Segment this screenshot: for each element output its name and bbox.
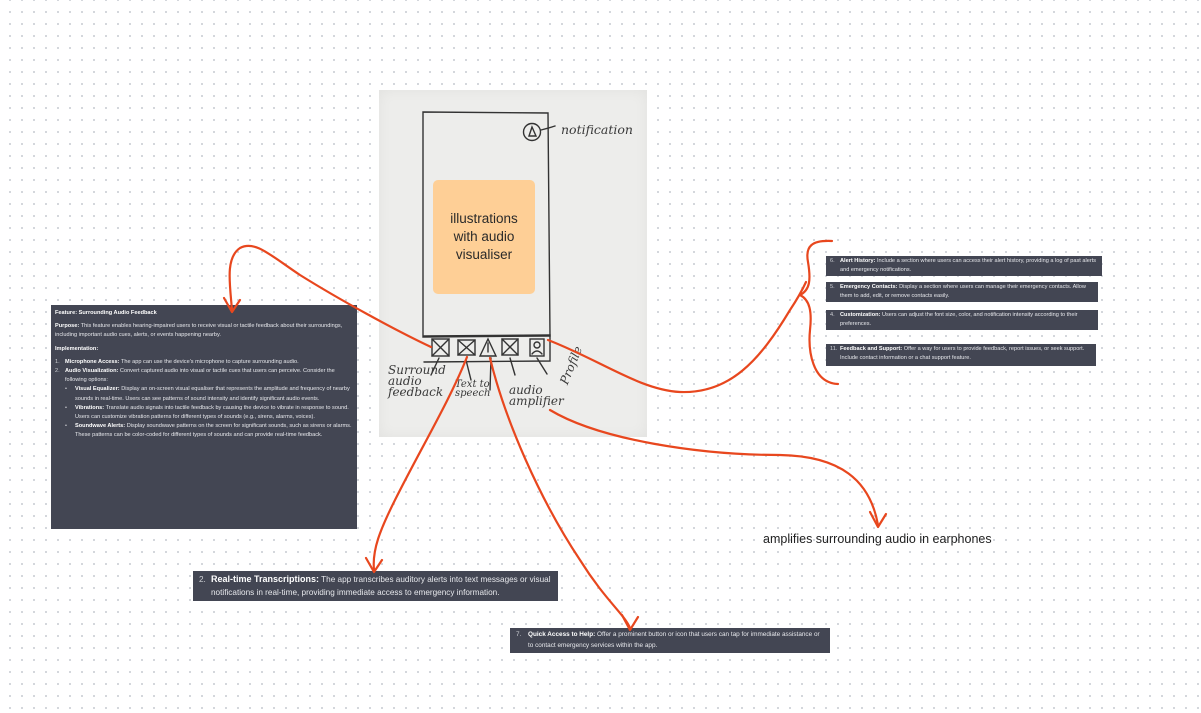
item-number: 11. [830,346,838,352]
sub-list-item: • Vibrations: Translate audio signals in… [55,404,353,422]
subitem-text: Translate audio signals into tactile fee… [75,404,349,421]
subitem-label: Soundwave Alerts: [75,423,126,430]
illustration-text: illustrations with audio visualiser [450,211,518,262]
purpose-label: Purpose: [55,323,80,330]
subitem-text: Display an on-screen visual equaliser th… [75,386,350,402]
item-text: Offer a prominent button or icon that us… [528,631,820,649]
item-label: Feedback and Support: [840,346,903,352]
item-label: Microphone Access: [65,358,120,365]
list-item: 5. Emergency Contacts: Display a section… [826,282,1098,302]
item-text: Include a section where users can access… [840,258,1097,274]
item-text: The app can use the device's microphone … [120,358,299,365]
item-number: 1. [55,358,60,365]
quick-access-help-card: 7. Quick Access to Help: Offer a promine… [510,628,830,653]
wireframe-sketch-photo: illustrations with audio visualiser noti… [379,90,647,437]
item-label: Customization: [840,312,881,318]
list-item: 2. Audio Visualization: Convert captured… [55,367,353,385]
item-label: Alert History: [840,258,876,264]
item-number: 2. [55,368,60,375]
bullet-icon: • [65,386,67,393]
feature-surrounding-audio-card: Feature: Surrounding Audio Feedback Purp… [51,305,357,529]
item-text: Offer a way for users to provide feedbac… [840,346,1085,362]
list-item: 4. Customization: Users can adjust the f… [826,310,1098,330]
item-text: Users can adjust the font size, color, a… [840,312,1078,328]
realtime-transcriptions-card: 2. Real-time Transcriptions: The app tra… [193,571,558,601]
item-label: Real-time Transcriptions: [211,574,320,584]
arrowhead [868,510,888,529]
feature-title: Feature: Surrounding Audio Feedback [55,310,157,316]
subitem-label: Vibrations: [75,404,105,411]
list-item: 1. Microphone Access: The app can use th… [55,358,353,367]
item-label: Emergency Contacts: [840,284,898,290]
item-text: Convert captured audio into visual or ta… [65,368,335,384]
implementation-label: Implementation: [55,345,99,352]
subitem-text: Display soundwave patterns on the screen… [75,423,352,439]
surround-audio-feedback-label: Surround audio feedback [388,363,446,399]
bullet-icon: • [65,423,67,430]
right-feature-list: 6. Alert History: Include a section wher… [826,256,1102,366]
list-item: 11. Feedback and Support: Offer a way fo… [826,344,1096,366]
purpose-text: This feature enables hearing-impaired us… [55,323,343,339]
illustration-placeholder: illustrations with audio visualiser [433,180,535,294]
amplifier-note: amplifies surrounding audio in earphones [763,532,992,546]
item-text: Display a section where users can manage… [840,284,1086,300]
bullet-icon: • [65,404,67,411]
list-item: 6. Alert History: Include a section wher… [826,256,1102,276]
item-label: Audio Visualization: [65,368,119,375]
notification-label: notification [561,122,633,137]
item-number: 4. [830,312,835,318]
sub-list-item: • Visual Equalizer: Display an on-screen… [55,385,353,403]
item-number: 7. [516,631,522,638]
item-label: Quick Access to Help: [528,631,596,638]
sub-list-item: • Soundwave Alerts: Display soundwave pa… [55,422,353,440]
arrowhead [364,556,384,574]
item-number: 6. [830,258,835,264]
item-number: 5. [830,284,835,290]
subitem-label: Visual Equalizer: [75,386,120,393]
item-number: 2. [199,575,206,584]
audio-amplifier-label: audio amplifier [509,383,564,408]
item-text: The app transcribes auditory alerts into… [211,575,551,597]
text-to-speech-label: Text to speech [455,379,491,399]
